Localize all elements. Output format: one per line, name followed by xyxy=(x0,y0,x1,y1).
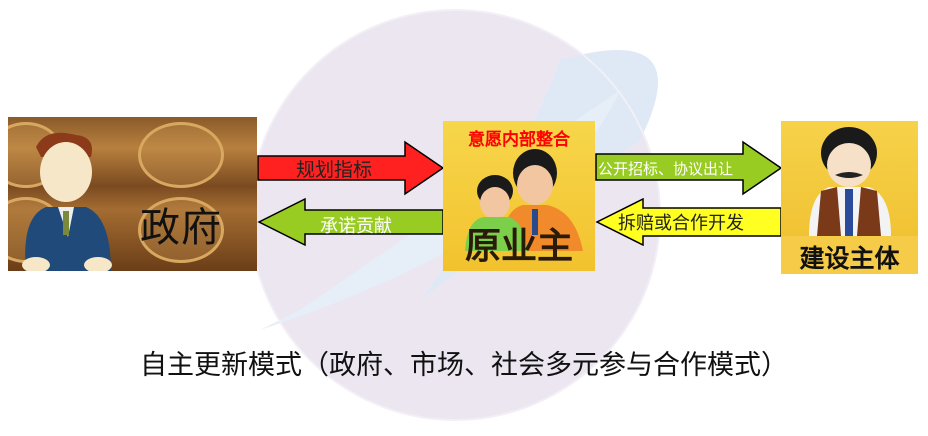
commitment-contribution-label: 承诺贡献 xyxy=(320,216,392,237)
government-node: 政府 xyxy=(8,117,257,271)
developer-label: 建设主体 xyxy=(799,244,900,273)
official-figure-icon xyxy=(22,132,112,271)
planning-indicators-label: 规划指标 xyxy=(296,159,373,181)
public-tender-label: 公开招标、协议出让 xyxy=(598,160,734,178)
demolition-compensation-arrow xyxy=(595,198,782,246)
government-label: 政府 xyxy=(140,205,222,251)
commitment-contribution-arrow xyxy=(257,198,444,246)
original-owner-label: 原业主 xyxy=(464,226,573,267)
original-owner-node: 意愿内部整合 原业主 xyxy=(443,121,595,271)
owner-subtitle: 意愿内部整合 xyxy=(468,130,570,150)
developer-node xyxy=(781,121,918,236)
planning-indicators-arrow xyxy=(257,140,445,196)
diagram-title: 自主更新模式（政府、市场、社会多元参与合作模式） xyxy=(140,350,788,381)
demolition-compensation-label: 拆赔或合作开发 xyxy=(618,213,744,234)
owners-figure-icon xyxy=(465,149,583,251)
public-tender-arrow xyxy=(595,140,783,196)
developer-label-box: 建设主体 xyxy=(781,236,918,274)
developer-figure-icon xyxy=(809,127,891,236)
